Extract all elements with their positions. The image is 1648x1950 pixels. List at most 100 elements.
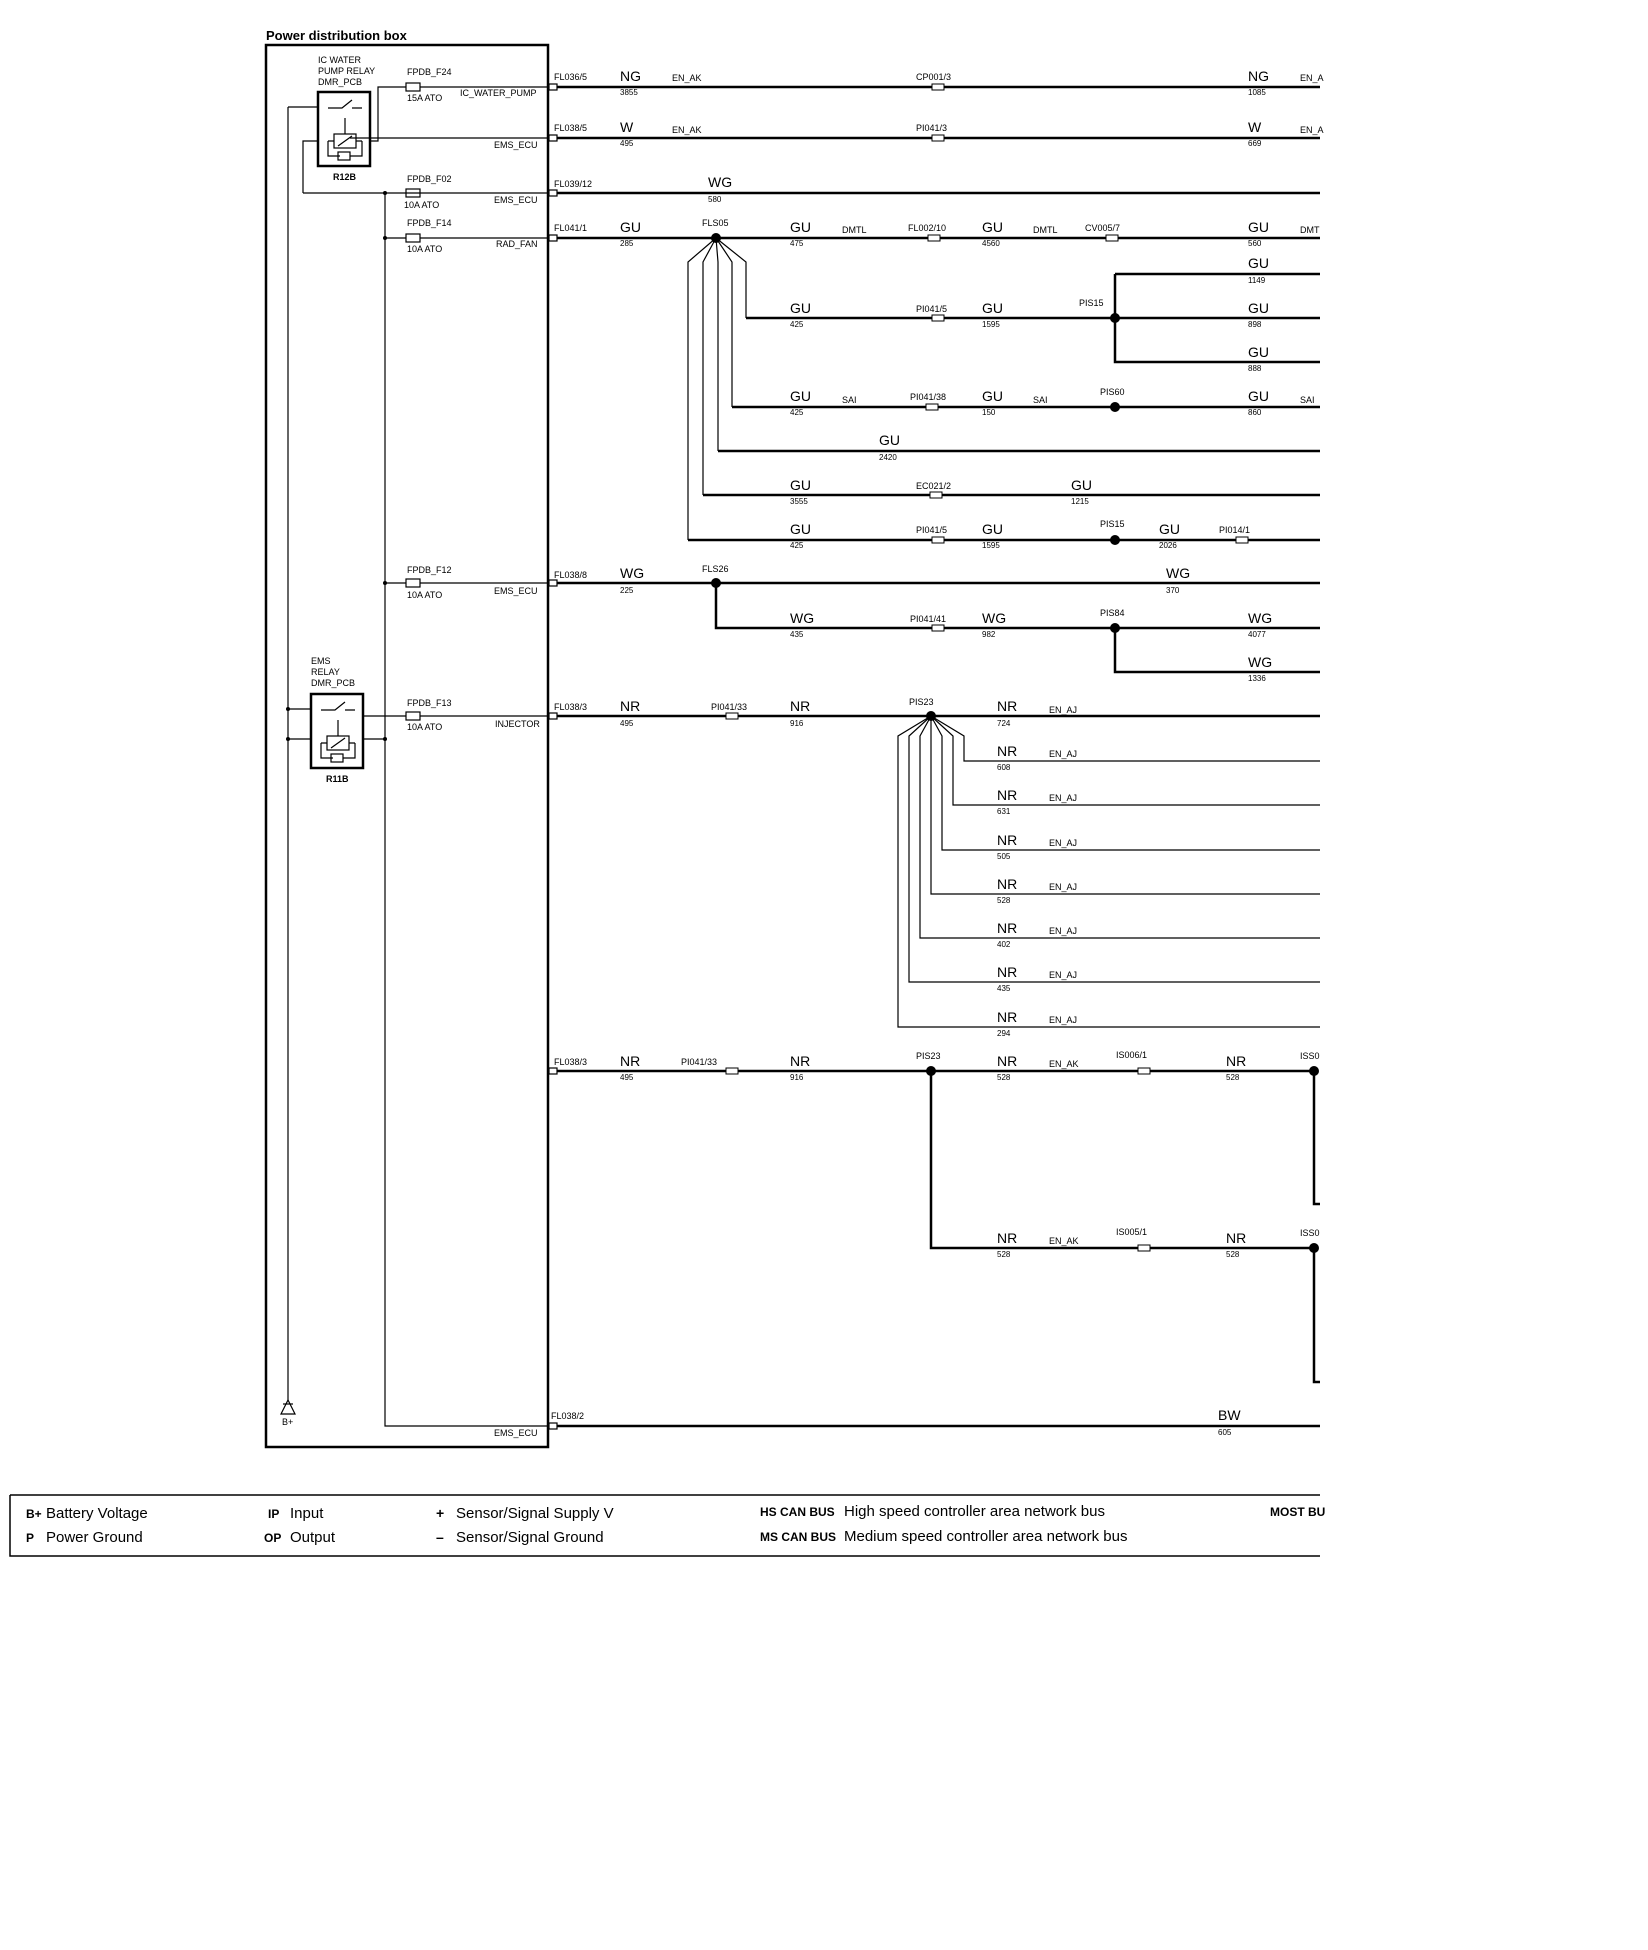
svg-text:NR: NR [997, 832, 1017, 848]
svg-text:EN_AJ: EN_AJ [1049, 882, 1077, 892]
svg-text:NR: NR [997, 876, 1017, 892]
svg-text:GU: GU [790, 388, 811, 404]
svg-text:NR: NR [997, 1009, 1017, 1025]
svg-text:10A ATO: 10A ATO [404, 200, 439, 210]
svg-text:Medium speed controller area n: Medium speed controller area network bus [844, 1528, 1127, 1545]
svg-text:EMS: EMS [311, 656, 331, 666]
svg-text:NR: NR [620, 1053, 640, 1069]
svg-text:NG: NG [1248, 68, 1269, 84]
svg-text:GU: GU [982, 388, 1003, 404]
svg-text:528: 528 [997, 1073, 1011, 1082]
svg-text:GU: GU [1248, 300, 1269, 316]
svg-text:RELAY: RELAY [311, 667, 340, 677]
svg-text:435: 435 [790, 630, 804, 639]
svg-text:Battery Voltage: Battery Voltage [46, 1505, 148, 1522]
svg-text:DMTL: DMTL [842, 225, 867, 235]
svg-text:GU: GU [982, 219, 1003, 235]
svg-text:580: 580 [708, 195, 722, 204]
svg-text:CP001/3: CP001/3 [916, 72, 951, 82]
svg-text:1085: 1085 [1248, 88, 1266, 97]
legend-frame [9, 1494, 1320, 1557]
svg-text:605: 605 [1218, 1428, 1232, 1437]
svg-text:631: 631 [997, 807, 1011, 816]
svg-text:NR: NR [997, 920, 1017, 936]
svg-text:GU: GU [790, 477, 811, 493]
svg-text:425: 425 [790, 408, 804, 417]
svg-text:PI041/5: PI041/5 [916, 304, 947, 314]
svg-text:285: 285 [620, 239, 634, 248]
svg-text:PIS23: PIS23 [909, 697, 934, 707]
svg-text:EN_AJ: EN_AJ [1049, 749, 1077, 759]
svg-text:+: + [436, 1505, 444, 1521]
svg-text:PI041/3: PI041/3 [916, 123, 947, 133]
svg-text:Power Ground: Power Ground [46, 1529, 143, 1546]
svg-text:NR: NR [997, 1053, 1017, 1069]
svg-text:Output: Output [290, 1529, 336, 1546]
fuse-f24 [405, 82, 548, 92]
svg-text:475: 475 [790, 239, 804, 248]
svg-text:MOST BU: MOST BU [1270, 1505, 1325, 1519]
connector-label: FL038/3 [554, 702, 587, 712]
svg-text:RAD_FAN: RAD_FAN [496, 239, 538, 249]
svg-text:724: 724 [997, 719, 1011, 728]
svg-text:528: 528 [997, 1250, 1011, 1259]
svg-text:NG: NG [620, 68, 641, 84]
svg-text:4077: 4077 [1248, 630, 1266, 639]
svg-text:560: 560 [1248, 239, 1262, 248]
inline-connectors [725, 83, 1249, 1252]
svg-text:EN_AJ: EN_AJ [1049, 970, 1077, 980]
svg-text:528: 528 [1226, 1250, 1240, 1259]
svg-text:–: – [436, 1529, 444, 1545]
svg-text:1336: 1336 [1248, 674, 1266, 683]
pis23-fan [897, 715, 1320, 1028]
svg-text:NR: NR [790, 1053, 810, 1069]
svg-text:150: 150 [982, 408, 996, 417]
connector-label: FL038/3 [554, 1057, 587, 1067]
svg-text:370: 370 [1166, 586, 1180, 595]
svg-text:FPDB_F13: FPDB_F13 [407, 698, 452, 708]
svg-text:402: 402 [997, 940, 1011, 949]
svg-text:EN_AK: EN_AK [1049, 1236, 1079, 1246]
svg-text:EN_AK: EN_AK [672, 73, 702, 83]
svg-text:NR: NR [1226, 1053, 1246, 1069]
svg-text:495: 495 [620, 1073, 634, 1082]
svg-text:FLS26: FLS26 [702, 564, 729, 574]
svg-text:225: 225 [620, 586, 634, 595]
svg-text:608: 608 [997, 763, 1011, 772]
svg-text:EN_AK: EN_AK [1049, 1059, 1079, 1069]
relay-r12b [316, 90, 372, 168]
svg-text:EMS_ECU: EMS_ECU [494, 1428, 538, 1438]
svg-text:294: 294 [997, 1029, 1011, 1038]
wires [557, 85, 1320, 1428]
svg-text:P: P [26, 1531, 34, 1545]
relay-r11b [309, 692, 365, 770]
svg-text:EN_AJ: EN_AJ [1049, 926, 1077, 936]
svg-text:IC_WATER_PUMP: IC_WATER_PUMP [460, 88, 537, 98]
svg-text:GU: GU [1248, 255, 1269, 271]
svg-text:1149: 1149 [1248, 276, 1266, 285]
svg-text:W: W [1248, 119, 1262, 135]
svg-text:898: 898 [1248, 320, 1262, 329]
svg-text:888: 888 [1248, 364, 1262, 373]
svg-text:EN_AJ: EN_AJ [1049, 705, 1077, 715]
svg-text:3555: 3555 [790, 497, 808, 506]
svg-text:EN_A: EN_A [1300, 73, 1324, 83]
svg-text:EN_AJ: EN_AJ [1049, 838, 1077, 848]
svg-text:ISS0: ISS0 [1300, 1228, 1320, 1238]
svg-text:EN_AJ: EN_AJ [1049, 1015, 1077, 1025]
svg-text:PIS60: PIS60 [1100, 387, 1125, 397]
relay-r12b-id: R12B [333, 172, 357, 182]
svg-text:ISS0: ISS0 [1300, 1051, 1320, 1061]
svg-text:10A ATO: 10A ATO [407, 722, 442, 732]
svg-text:NR: NR [997, 1230, 1017, 1246]
svg-text:GU: GU [982, 521, 1003, 537]
svg-text:982: 982 [982, 630, 996, 639]
svg-text:3855: 3855 [620, 88, 638, 97]
splice-nodes [711, 233, 1319, 1253]
svg-text:GU: GU [982, 300, 1003, 316]
legend: B+ Battery Voltage P Power Ground IP Inp… [26, 1503, 1325, 1546]
svg-text:505: 505 [997, 852, 1011, 861]
svg-text:495: 495 [620, 139, 634, 148]
svg-text:GU: GU [1159, 521, 1180, 537]
